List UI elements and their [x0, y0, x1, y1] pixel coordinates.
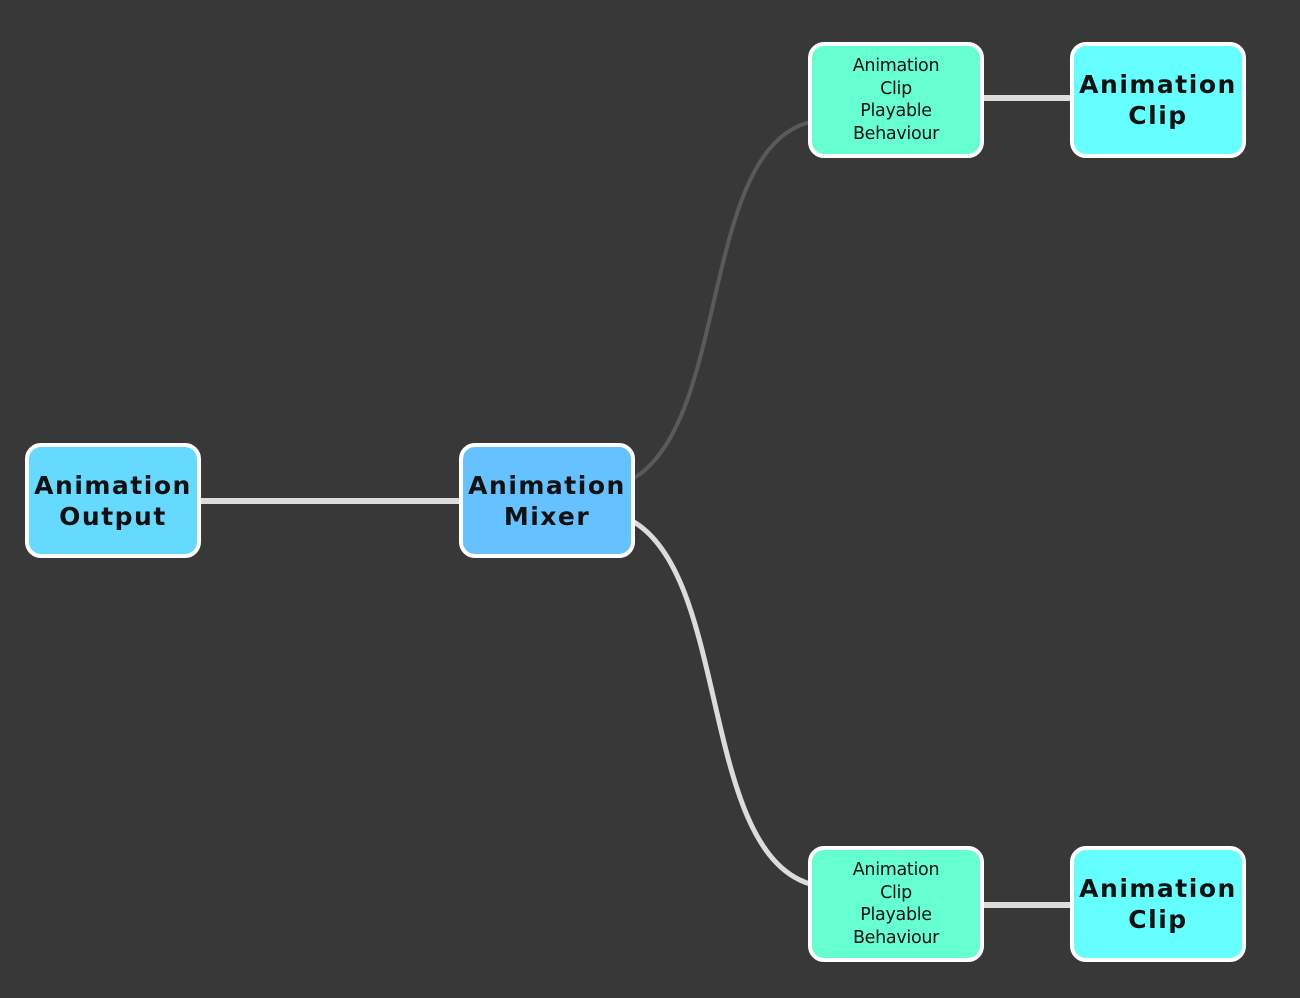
animation-clip-label-bottom: Animation Clip: [1079, 874, 1237, 934]
edge-mixer-to-behaviour-top: [632, 120, 811, 480]
animation-clip-playable-behaviour-label-top: Animation Clip Playable Behaviour: [852, 56, 940, 144]
animation-clip-playable-behaviour-node-bottom[interactable]: Animation Clip Playable Behaviour: [808, 846, 984, 962]
animation-output-node[interactable]: Animation Output: [25, 443, 201, 558]
animation-clip-playable-behaviour-label-bottom: Animation Clip Playable Behaviour: [852, 860, 940, 948]
animation-clip-node-top[interactable]: Animation Clip: [1070, 42, 1246, 158]
animation-output-label: Animation Output: [34, 470, 192, 531]
edge-mixer-to-behaviour-bottom: [632, 519, 811, 887]
animation-clip-playable-behaviour-node-top[interactable]: Animation Clip Playable Behaviour: [808, 42, 984, 158]
animation-clip-node-bottom[interactable]: Animation Clip: [1070, 846, 1246, 962]
animation-clip-label-top: Animation Clip: [1079, 70, 1237, 130]
animation-mixer-node[interactable]: Animation Mixer: [459, 443, 635, 558]
animation-mixer-label: Animation Mixer: [468, 470, 626, 531]
